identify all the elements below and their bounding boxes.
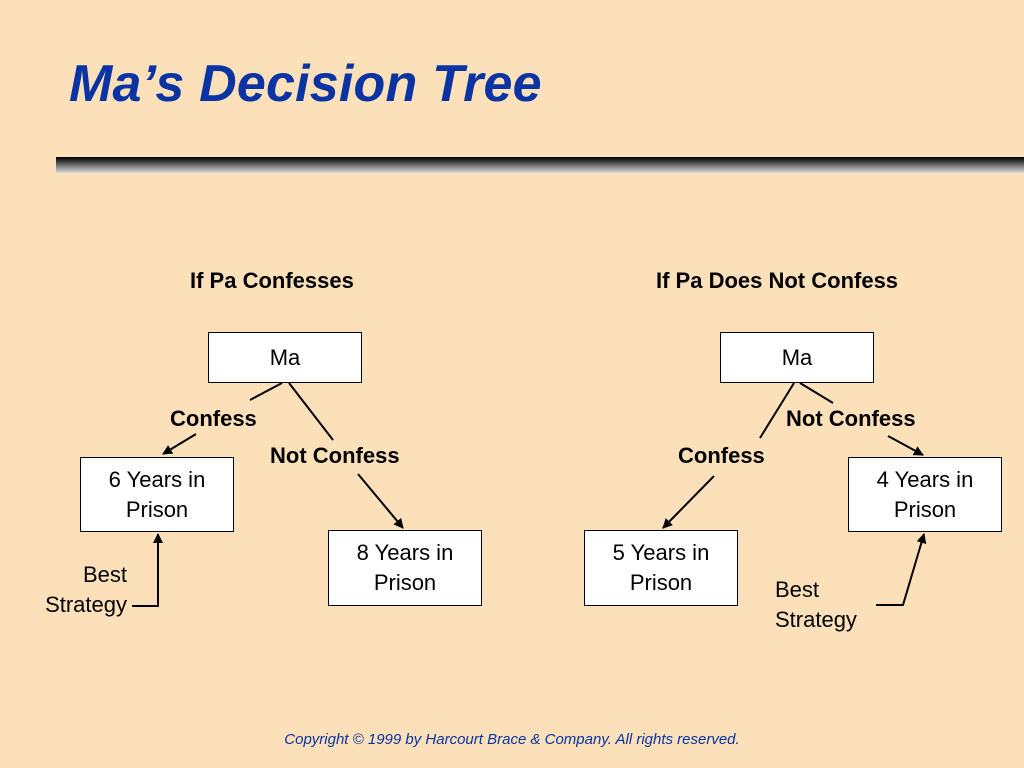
right-outcome-confess-label: 5 Years in Prison <box>612 540 710 595</box>
right-not-confess-arrow <box>887 435 924 456</box>
left-outcome-not-confess-node: 8 Years in Prison <box>328 530 482 606</box>
right-best-strategy-pointer <box>876 533 927 606</box>
title-divider <box>56 157 1024 173</box>
left-outcome-confess-node: 6 Years in Prison <box>80 457 234 532</box>
copyright-notice: Copyright © 1999 by Harcourt Brace & Com… <box>284 731 740 748</box>
page-title: Ma’s Decision Tree <box>69 55 542 113</box>
left-confess-label: Confess <box>170 406 257 431</box>
left-tree-heading: If Pa Confesses <box>190 268 354 293</box>
left-not-confess-arrow <box>357 473 404 529</box>
right-not-confess-label: Not Confess <box>786 406 916 431</box>
left-not-confess-label: Not Confess <box>270 443 400 468</box>
right-root-node: Ma <box>720 332 874 383</box>
right-not-confess-branch-line <box>799 382 834 404</box>
left-outcome-confess-label: 6 Years in Prison <box>108 466 206 522</box>
right-root-label: Ma <box>781 344 813 370</box>
right-confess-branch-line <box>759 382 795 439</box>
left-best-strategy-pointer <box>132 533 163 607</box>
left-root-node: Ma <box>208 332 362 383</box>
right-confess-arrow <box>662 475 715 529</box>
left-root-label: Ma <box>269 344 301 370</box>
right-outcome-confess-node: 5 Years in Prison <box>584 530 738 606</box>
left-best-strategy-note: Best Strategy <box>45 562 127 617</box>
right-outcome-not-confess-label: 4 Years in Prison <box>876 466 974 522</box>
right-confess-label: Confess <box>678 443 765 468</box>
right-tree-heading: If Pa Does Not Confess <box>656 268 899 293</box>
left-not-confess-branch-line <box>288 382 334 441</box>
right-best-strategy-note: Best Strategy <box>775 577 857 632</box>
right-outcome-not-confess-node: 4 Years in Prison <box>848 457 1002 532</box>
left-confess-branch-line <box>249 382 283 401</box>
left-outcome-not-confess-label: 8 Years in Prison <box>356 540 454 595</box>
left-confess-arrow <box>162 433 197 455</box>
